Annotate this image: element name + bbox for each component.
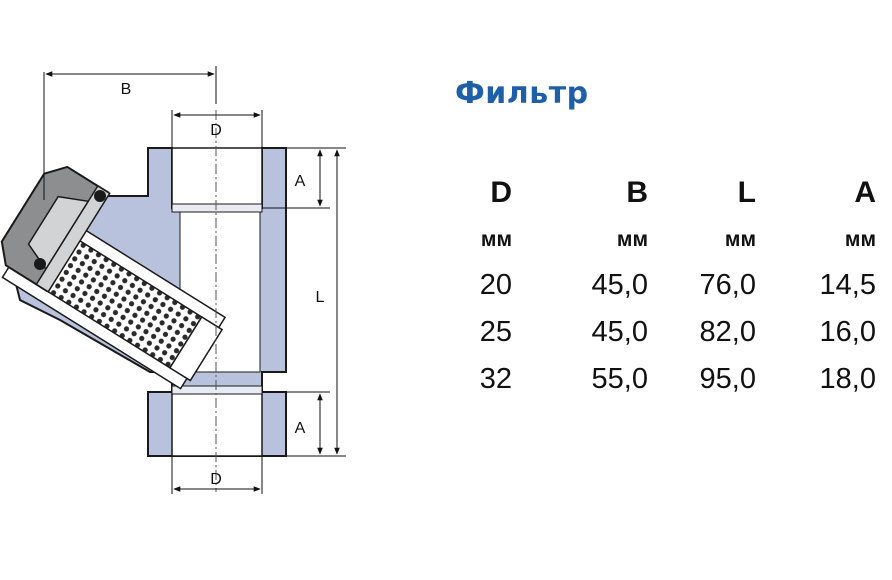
cap-nut xyxy=(0,165,111,293)
cell-a: 14,5 xyxy=(819,269,876,301)
header-l: L xyxy=(737,176,756,209)
cell-a: 18,0 xyxy=(819,363,876,395)
cell-b: 45,0 xyxy=(591,316,648,348)
cell-l: 76,0 xyxy=(699,269,756,301)
unit-d: мм xyxy=(480,228,512,251)
header-b: B xyxy=(626,176,648,209)
unit-a: мм xyxy=(844,228,876,251)
o-ring-top xyxy=(94,190,106,202)
table-row: 32 55,0 95,0 18,0 xyxy=(440,356,876,403)
spec-table: D B L A мм мм мм мм 20 45,0 76,0 14,5 25… xyxy=(440,168,876,403)
dim-label-b: B xyxy=(121,81,132,98)
unit-b: мм xyxy=(616,228,648,251)
table-row: 20 45,0 76,0 14,5 xyxy=(440,262,876,309)
dim-label-l: L xyxy=(316,289,325,306)
dim-label-d-top: D xyxy=(210,122,222,139)
dim-label-d-bottom: D xyxy=(210,471,222,488)
top-socket-ring xyxy=(171,203,263,213)
page-title: Фильтр xyxy=(455,76,589,111)
cell-b: 45,0 xyxy=(591,269,648,301)
header-d: D xyxy=(490,176,512,209)
header-row: D B L A xyxy=(440,168,876,218)
cell-l: 82,0 xyxy=(699,316,756,348)
bottom-socket-ring xyxy=(171,385,263,395)
cell-b: 55,0 xyxy=(591,363,648,395)
filter-drawing: B D D A A L xyxy=(0,66,346,494)
cell-d: 32 xyxy=(479,363,512,395)
o-ring-bottom xyxy=(34,258,46,270)
top-socket-bore xyxy=(171,147,263,209)
table-row: 25 45,0 82,0 16,0 xyxy=(440,309,876,356)
units-row: мм мм мм мм xyxy=(440,218,876,262)
unit-l: мм xyxy=(724,228,756,251)
cell-a: 16,0 xyxy=(819,316,876,348)
cell-d: 20 xyxy=(479,269,512,301)
dim-label-a-bottom: A xyxy=(295,420,306,437)
cell-l: 95,0 xyxy=(699,363,756,395)
cell-d: 25 xyxy=(479,316,512,348)
header-a: A xyxy=(854,176,876,209)
dim-label-a-top: A xyxy=(295,173,306,190)
bottom-socket-bore xyxy=(171,391,263,457)
